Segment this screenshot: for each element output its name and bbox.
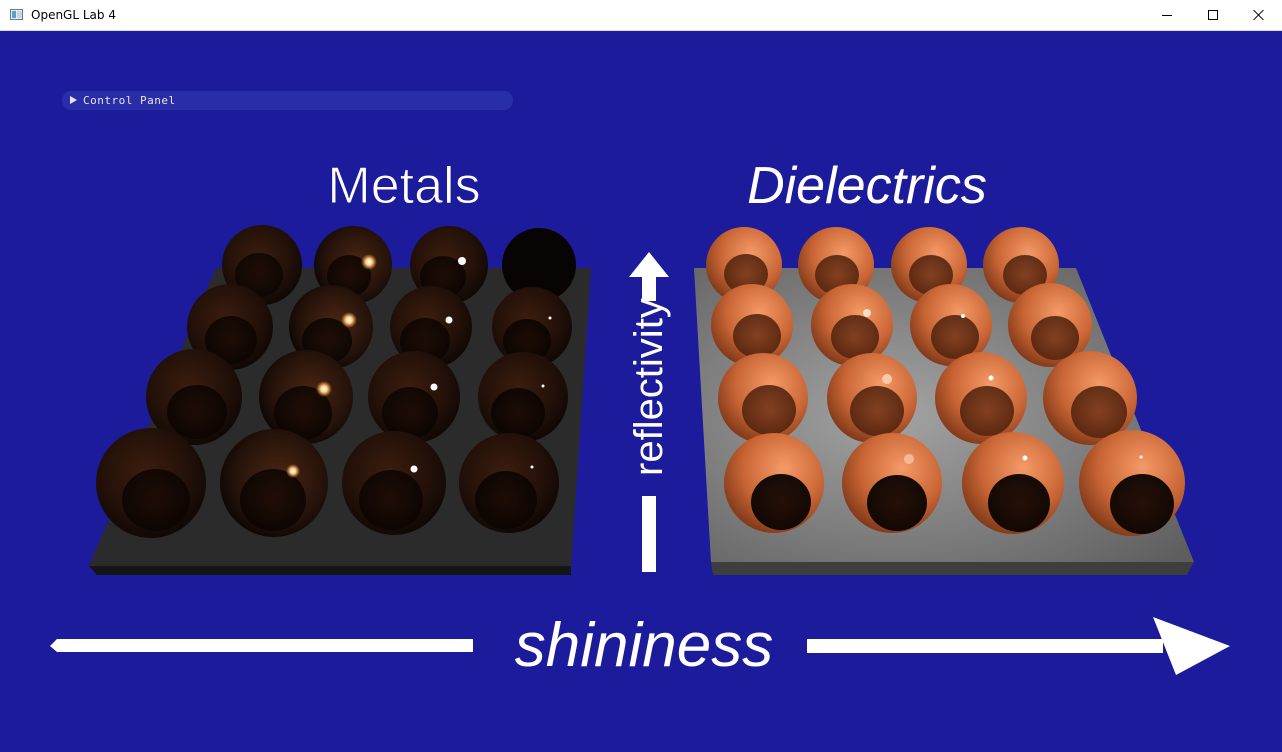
app-icon <box>10 9 23 20</box>
control-panel-header[interactable]: Control Panel <box>62 91 513 110</box>
metal-sphere <box>492 287 572 367</box>
minimize-button[interactable] <box>1144 0 1190 31</box>
metal-sphere <box>259 350 353 444</box>
metal-sphere <box>314 226 392 304</box>
dielectric-sphere <box>811 284 893 366</box>
metal-sphere <box>459 433 559 533</box>
maximize-icon <box>1208 10 1218 20</box>
shininess-label: shininess <box>515 611 773 680</box>
dielectric-sphere <box>1008 283 1092 367</box>
metal-sphere <box>187 284 273 370</box>
metal-sphere <box>342 431 446 535</box>
metal-sphere <box>146 349 242 445</box>
dielectrics-heading: Dielectrics <box>747 157 987 215</box>
close-icon <box>1253 9 1265 21</box>
dielectric-sphere <box>962 432 1064 534</box>
reflectivity-label: reflectivity <box>627 298 671 476</box>
dielectric-sphere <box>842 433 942 533</box>
metal-spheres <box>96 225 576 538</box>
dielectric-sphere <box>711 284 793 366</box>
control-panel-label: Control Panel <box>83 94 176 107</box>
dielectric-sphere <box>718 353 808 443</box>
dielectric-sphere <box>910 284 992 366</box>
dielectric-sphere <box>935 352 1027 444</box>
title-bar[interactable]: OpenGL Lab 4 <box>0 0 1282 31</box>
expand-arrow-icon[interactable] <box>70 96 77 104</box>
dielectric-sphere <box>1043 351 1137 445</box>
metal-sphere <box>96 428 206 538</box>
dielectric-sphere <box>724 433 824 533</box>
minimize-icon <box>1162 15 1172 16</box>
metal-sphere <box>502 228 576 302</box>
close-button[interactable] <box>1236 0 1282 31</box>
dielectric-sphere <box>827 353 917 443</box>
dielectric-sphere <box>983 227 1059 303</box>
reflectivity-arrow <box>629 252 669 572</box>
dielectric-sphere <box>1079 430 1185 536</box>
shininess-arrow <box>50 617 1230 675</box>
metal-sphere <box>478 352 568 442</box>
maximize-button[interactable] <box>1190 0 1236 31</box>
metal-sphere <box>222 225 302 305</box>
opengl-viewport[interactable]: Metals Dielectrics reflectivity shinines… <box>1 31 1281 751</box>
dielectric-spheres <box>706 227 1185 536</box>
metal-sphere <box>368 351 460 443</box>
rendered-scene: Metals Dielectrics reflectivity shinines… <box>50 157 1230 680</box>
window-title: OpenGL Lab 4 <box>31 8 116 22</box>
dielectric-sphere <box>706 227 782 303</box>
metals-heading: Metals <box>327 157 480 215</box>
metal-sphere <box>220 429 328 537</box>
